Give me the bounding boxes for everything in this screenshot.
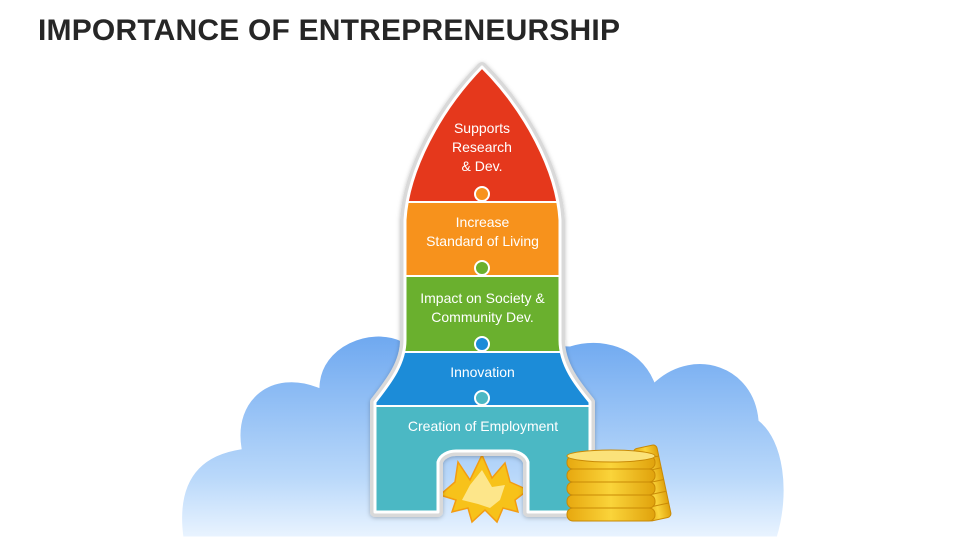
stage-label-living: Increase Standard of Living (426, 214, 539, 249)
coins-icon (566, 444, 672, 522)
connector-knob (474, 390, 490, 406)
connector-knob (474, 260, 490, 276)
stage-label-society: Impact on Society & Community Dev. (420, 290, 545, 325)
connector-knob (474, 336, 490, 352)
stage-label-innovation: Innovation (450, 364, 515, 380)
stage-label-research: Supports Research & Dev. (452, 120, 512, 174)
connector-knob (474, 186, 490, 202)
flame-icon (438, 453, 530, 524)
slide-title: IMPORTANCE OF ENTREPRENEURSHIP (38, 14, 621, 47)
stage-label-employment: Creation of Employment (407, 418, 559, 434)
